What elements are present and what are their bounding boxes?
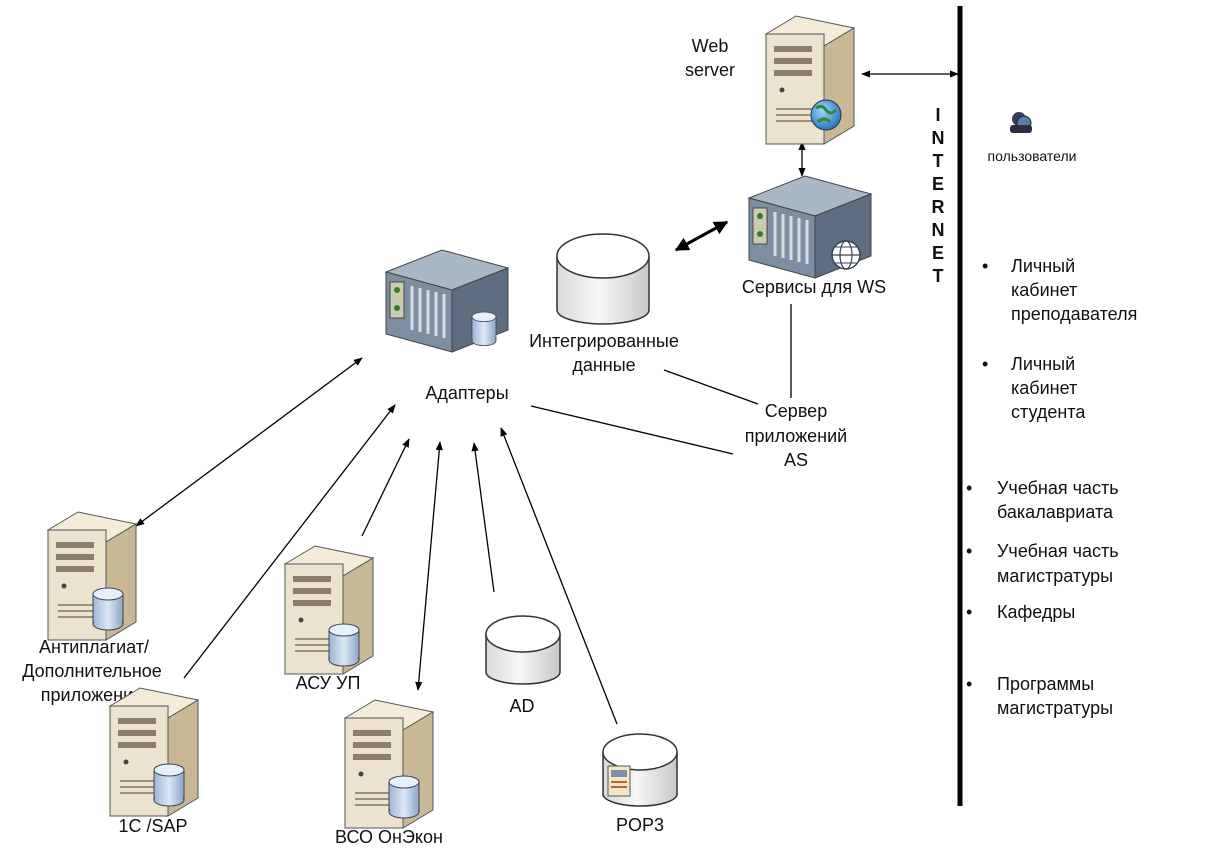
database-icon: [328, 623, 360, 667]
antiplagiat-label-1: Антиплагиат/: [39, 637, 149, 657]
list-item: • Учебная часть бакалавриата: [966, 478, 1119, 522]
internet-letter: T: [933, 151, 944, 171]
list-item-line: магистратуры: [997, 698, 1113, 718]
antiplagiat-label-3: приложение: [41, 685, 143, 705]
list-item-line: кабинет: [1011, 378, 1077, 398]
users-icon: [1010, 112, 1032, 133]
mail-icon: [607, 765, 631, 797]
connections: [135, 70, 959, 725]
list-item-line: студента: [1011, 402, 1086, 422]
link-adapters-antiplagiat: [135, 357, 363, 527]
pop3-label: POP3: [616, 815, 664, 835]
link-adapters-1c: [183, 404, 396, 679]
bullet-marker: •: [966, 674, 972, 694]
ws-services-label: Сервисы для WS: [742, 277, 886, 297]
antiplagiat-label-2: Дополнительное: [22, 661, 162, 681]
link-adapters-vso: [415, 441, 443, 691]
adapters-label: Адаптеры: [425, 383, 508, 403]
bullet-marker: •: [982, 256, 988, 276]
internet-letter: T: [933, 266, 944, 286]
list-item-line: Личный: [1011, 354, 1075, 374]
bullet-marker: •: [966, 478, 972, 498]
adapters-server: Адаптеры: [384, 248, 510, 403]
integrated-data-label-2: данные: [572, 355, 635, 375]
internet-letter: E: [932, 243, 944, 263]
pop3-storage: POP3: [602, 733, 678, 835]
list-item: • Личный кабинет студента: [982, 354, 1086, 422]
database-icon: [388, 775, 420, 819]
web-server: Web server: [685, 15, 855, 145]
integrated-data-storage: Интегрированные данные: [529, 233, 679, 375]
database-icon: [153, 763, 185, 807]
user-areas-list: • Личный кабинет преподавателя • Личный …: [966, 256, 1137, 718]
list-item-line: кабинет: [1011, 280, 1077, 300]
list-item: • Кафедры: [966, 602, 1075, 622]
database-icon: [471, 311, 497, 347]
onec-sap-label: 1С /SAP: [118, 816, 187, 836]
link-ws-integrated: [674, 220, 729, 252]
users-label: пользователи: [988, 148, 1077, 164]
ad-storage: AD: [485, 615, 561, 716]
globe-icon: [831, 240, 861, 270]
link-adapters-asu: [361, 438, 410, 537]
list-item-line: Учебная часть: [997, 478, 1119, 498]
list-item: • Личный кабинет преподавателя: [982, 256, 1137, 324]
ad-label: AD: [509, 696, 534, 716]
link-integrated-appserver: [663, 369, 759, 405]
database-icon: [92, 587, 124, 631]
web-server-label-1: Web: [692, 36, 729, 56]
app-server-label-1: Сервер: [765, 401, 827, 421]
internet-letter: N: [932, 128, 945, 148]
link-adapters-appserver: [530, 405, 734, 455]
internet-letter: E: [932, 174, 944, 194]
web-server-label-2: server: [685, 60, 735, 80]
users-node: пользователи: [988, 112, 1077, 164]
list-item-line: Программы: [997, 674, 1094, 694]
internet-letter: I: [935, 105, 940, 125]
list-item-line: преподавателя: [1011, 304, 1137, 324]
integrated-data-label-1: Интегрированные: [529, 331, 679, 351]
internet-letter: R: [932, 197, 945, 217]
list-item-line: Кафедры: [997, 602, 1075, 622]
antiplagiat-server: Антиплагиат/ Дополнительное приложение: [22, 511, 162, 705]
list-item-line: бакалавриата: [997, 502, 1114, 522]
asu-up-server: АСУ УП: [284, 545, 374, 693]
app-server-label-3: AS: [784, 450, 808, 470]
link-adapters-ad: [471, 442, 495, 593]
list-item-line: магистратуры: [997, 566, 1113, 586]
list-item: • Программы магистратуры: [966, 674, 1113, 718]
list-item-line: Учебная часть: [997, 541, 1119, 561]
bullet-marker: •: [982, 354, 988, 374]
link-adapters-pop3: [500, 427, 618, 725]
bullet-marker: •: [966, 541, 972, 561]
vso-label: ВСО ОнЭкон: [335, 827, 443, 847]
list-item: • Учебная часть магистратуры: [966, 541, 1119, 586]
vso-server: ВСО ОнЭкон: [335, 699, 443, 847]
internet-letter: N: [932, 220, 945, 240]
app-server-label-2: приложений: [745, 426, 847, 446]
asu-up-label: АСУ УП: [296, 673, 361, 693]
bullet-marker: •: [966, 602, 972, 622]
list-item-line: Личный: [1011, 256, 1075, 276]
app-server-node: Сервер приложений AS: [745, 401, 847, 470]
ws-services-server: Сервисы для WS: [742, 174, 886, 297]
onec-sap-server: 1С /SAP: [109, 687, 199, 836]
globe-icon: [810, 99, 842, 131]
